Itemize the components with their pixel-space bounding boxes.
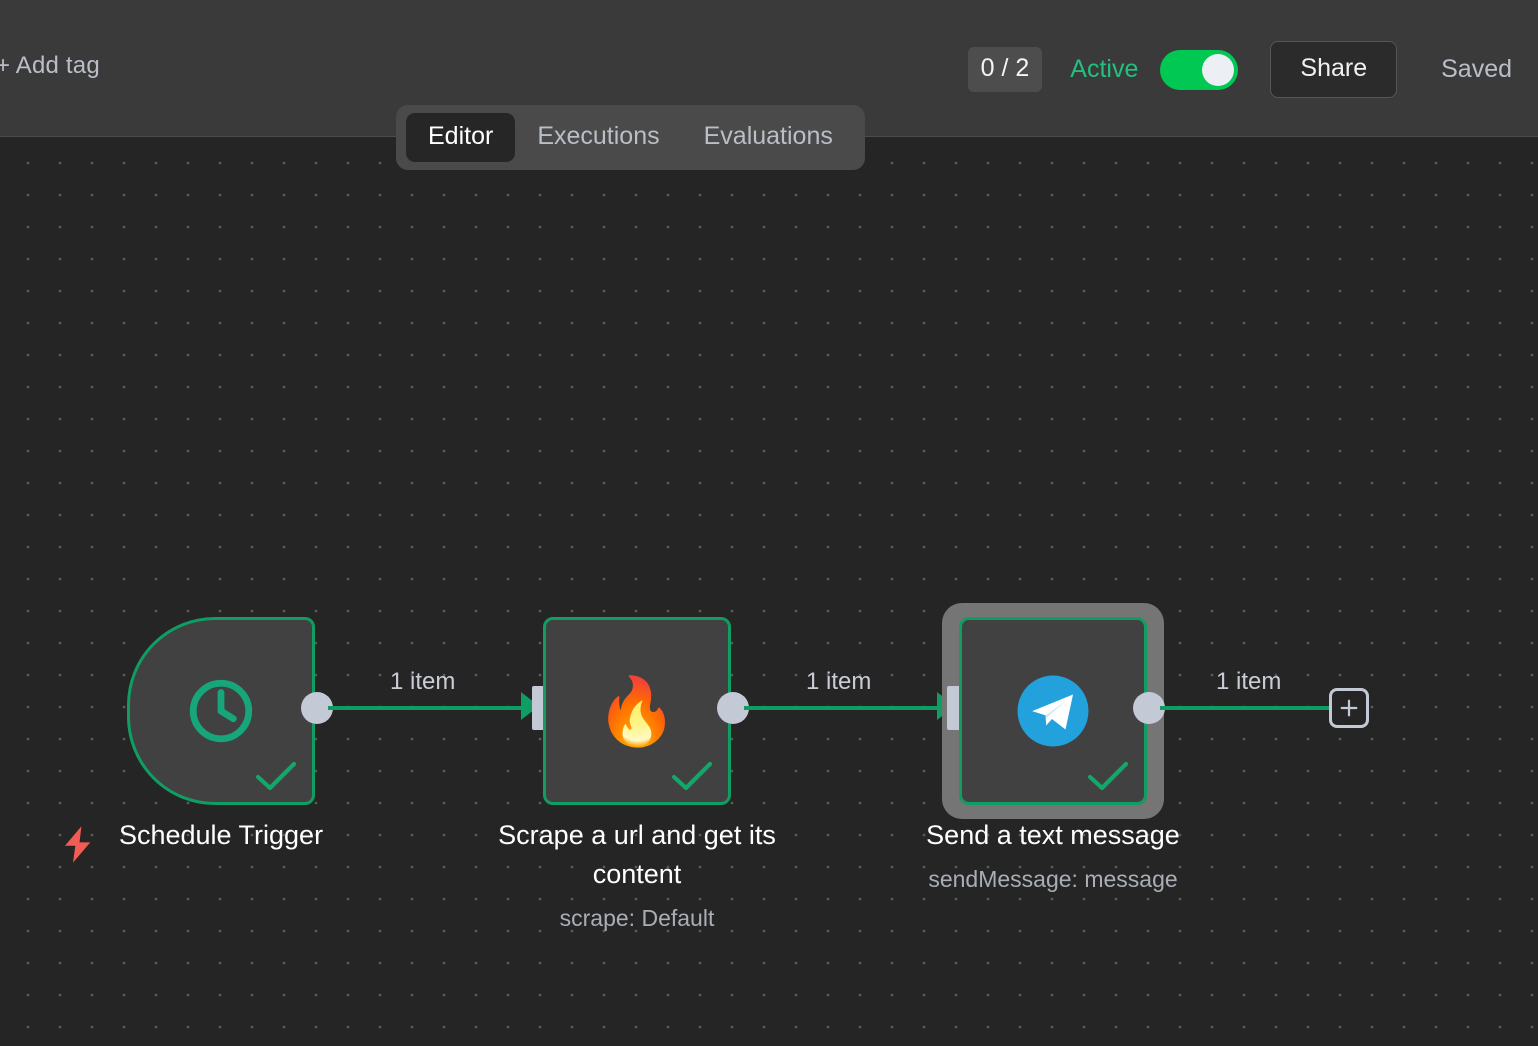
connection-label-2: 1 item — [806, 668, 872, 695]
add-tag-button[interactable]: + Add tag — [0, 52, 100, 79]
share-button[interactable]: Share — [1270, 41, 1398, 98]
node-schedule-trigger[interactable] — [127, 617, 315, 805]
flame-icon: 🔥 — [595, 674, 679, 748]
node-success-check-icon — [1087, 761, 1129, 791]
tab-editor[interactable]: Editor — [406, 113, 516, 162]
connection-line-3[interactable] — [1160, 706, 1332, 710]
header-actions: 0 / 2 Active Share Saved — [967, 41, 1512, 98]
trigger-bolt-icon — [55, 822, 101, 868]
node-subtitle-scrape-url: scrape: Default — [559, 905, 715, 931]
node-label-send-text-message: Send a text message — [926, 820, 1180, 850]
node-success-check-icon — [671, 761, 713, 791]
node-scrape-url[interactable]: 🔥 — [543, 617, 731, 805]
node-success-check-icon — [255, 761, 297, 791]
telegram-icon — [962, 674, 1144, 748]
tab-executions[interactable]: Executions — [537, 122, 660, 150]
connection-label-3: 1 item — [1216, 668, 1282, 695]
saved-status-label: Saved — [1441, 55, 1512, 83]
view-tabs: Editor Executions Evaluations — [396, 105, 865, 170]
node-subtitle-send-text-message: sendMessage: message — [928, 866, 1178, 892]
node-send-text-message[interactable] — [959, 617, 1147, 805]
execution-count-badge[interactable]: 0 / 2 — [967, 47, 1043, 92]
node-label-scrape-url: Scrape a url and get its content — [498, 820, 776, 890]
add-node-button[interactable] — [1329, 688, 1369, 728]
tab-evaluations[interactable]: Evaluations — [703, 122, 833, 150]
active-status-label: Active — [1070, 55, 1139, 83]
clock-icon — [130, 674, 312, 748]
workflow-canvas[interactable]: Schedule Trigger 1 item 🔥 Scrape a url a… — [0, 137, 1538, 1046]
connection-line-1[interactable] — [328, 706, 528, 710]
active-toggle[interactable] — [1160, 49, 1239, 90]
plus-icon — [1340, 699, 1358, 717]
output-port-send-message[interactable] — [1133, 692, 1165, 724]
toggle-knob — [1202, 53, 1235, 86]
connection-line-2[interactable] — [744, 706, 944, 710]
output-port-scrape[interactable] — [717, 692, 749, 724]
output-port-schedule-trigger[interactable] — [301, 692, 333, 724]
node-label-schedule-trigger: Schedule Trigger — [118, 820, 324, 850]
connection-label-1: 1 item — [390, 668, 456, 695]
